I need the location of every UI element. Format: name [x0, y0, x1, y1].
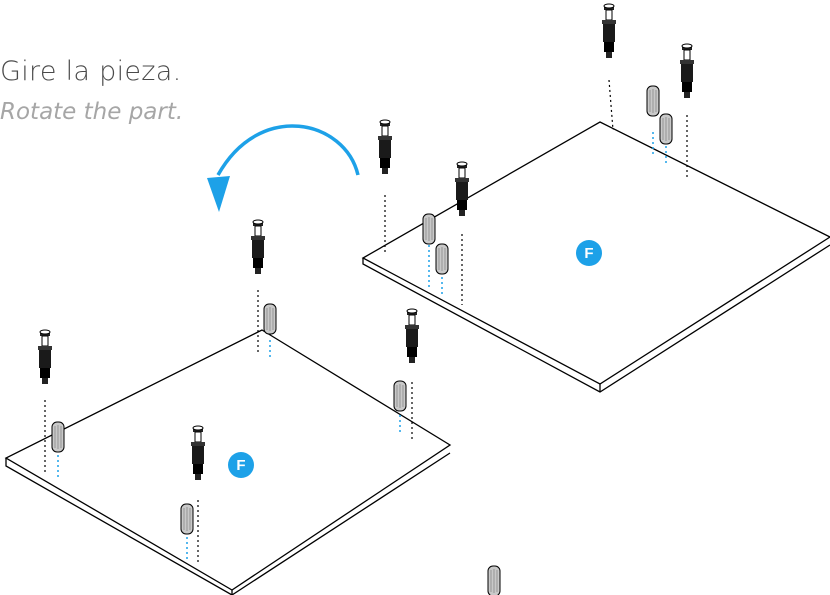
wooden-dowel-icon [659, 113, 673, 145]
svg-text:F: F [584, 245, 593, 262]
cam-bolt-icon [404, 308, 420, 364]
wooden-dowel-icon [180, 503, 194, 535]
wooden-dowel-icon [51, 421, 65, 453]
cam-bolt-icon [250, 219, 266, 275]
wooden-dowel-icon [393, 380, 407, 412]
panel-badge-upper: F [576, 240, 602, 266]
wooden-dowel-icon [263, 303, 277, 335]
rotate-arrow-icon [207, 124, 360, 212]
svg-text:F: F [236, 457, 245, 474]
wooden-dowel-icon [422, 213, 436, 245]
cam-bolt-icon [37, 329, 53, 385]
instruction-spanish: Gire la pieza. [0, 56, 182, 87]
wooden-dowel-icon [646, 85, 660, 117]
cam-bolt-icon [377, 119, 393, 175]
cam-bolt-icon [601, 3, 617, 59]
wooden-dowel-icon [435, 243, 449, 275]
wooden-dowel-icon [487, 565, 501, 595]
cam-bolt-icon [454, 161, 470, 217]
instruction-english: Rotate the part. [0, 99, 184, 125]
panel-badge-lower: F [228, 452, 254, 478]
panel-upper-right: F [361, 3, 830, 393]
cam-bolt-icon [679, 43, 695, 99]
panel-lower-left: F [4, 219, 452, 595]
